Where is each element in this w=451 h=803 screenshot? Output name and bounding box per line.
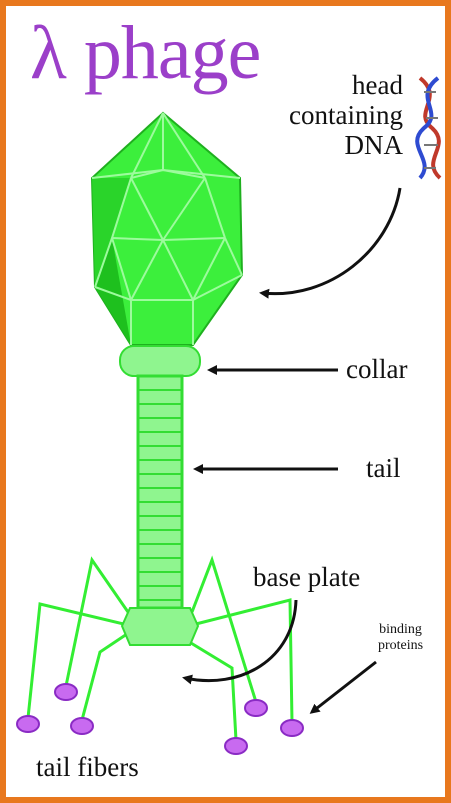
label-binding-line-1: binding (378, 622, 423, 638)
phage-collar (120, 346, 200, 376)
label-base-plate: base plate (253, 562, 360, 592)
head-arrow (262, 188, 400, 294)
label-tail: tail (366, 453, 401, 483)
phage-base-plate (122, 608, 198, 645)
label-head: head containing DNA (289, 70, 403, 160)
binding-proteins-arrow (312, 662, 376, 712)
label-head-line-3: DNA (289, 130, 403, 160)
label-binding-line-2: proteins (378, 638, 423, 654)
label-head-line-2: containing (289, 100, 403, 130)
label-collar: collar (346, 354, 407, 384)
label-tail-fibers: tail fibers (36, 752, 139, 782)
phage-head (92, 113, 242, 345)
phage-tail (138, 376, 182, 608)
label-binding-proteins: binding proteins (378, 622, 423, 654)
dna-helix-icon (417, 78, 440, 178)
binding-protein-tips (17, 684, 303, 754)
label-head-line-1: head (289, 70, 403, 100)
